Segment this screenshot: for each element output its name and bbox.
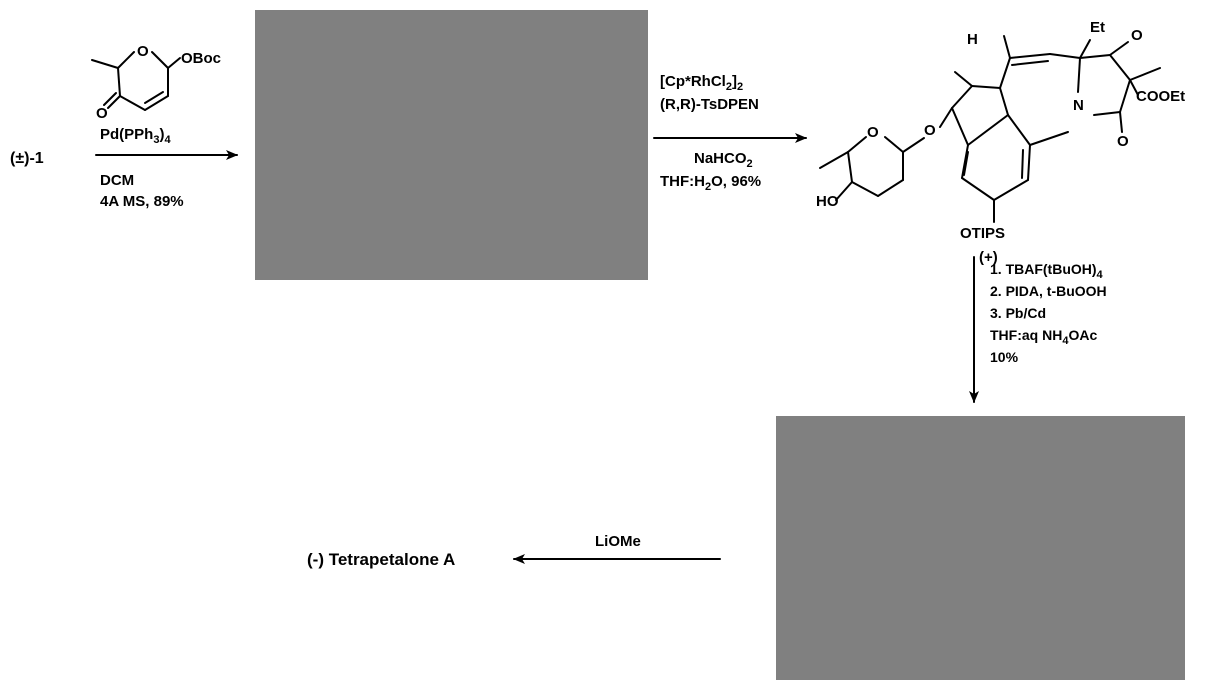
silyl-ether-label: OTIPS [960, 225, 1005, 242]
step2-solvent-yield: THF:H2O, 96% [660, 173, 761, 193]
leaving-group-label: OBoc [181, 50, 221, 67]
step2-ligand: (R,R)-TsDPEN [660, 96, 759, 113]
sugar-ring-oxygen: O [867, 124, 879, 141]
final-product-label: (-) Tetrapetalone A [307, 550, 455, 569]
hydroxyl-label: HO [816, 193, 839, 210]
step3-line4: THF:aq NH4OAc [990, 327, 1097, 347]
ketone-oxygen-bottom: O [1117, 133, 1129, 150]
step1-conditions: 4A MS, 89% [100, 193, 184, 210]
redacted-intermediate-1 [255, 10, 648, 280]
step3-line1: 1. TBAF(tBuOH)4 [990, 261, 1104, 281]
nitrogen-atom: N [1073, 97, 1084, 114]
redacted-intermediate-3 [776, 416, 1185, 680]
step3-line5: 10% [990, 349, 1019, 365]
ring-oxygen-atom: O [137, 43, 149, 60]
tetracyclic-product-structure [819, 35, 1161, 223]
step4-reagent: LiOMe [595, 533, 641, 550]
ketone-oxygen-top: O [1131, 27, 1143, 44]
start-compound-label: (±)-1 [10, 150, 44, 167]
optical-rotation-label: (+) [979, 249, 998, 266]
angular-hydrogen-label: H [967, 31, 978, 48]
glycosidic-oxygen: O [924, 122, 936, 139]
step3-line2: 2. PIDA, t-BuOOH [990, 283, 1107, 299]
step2-reductant: NaHCO2 [694, 150, 753, 170]
ester-group-label: COOEt [1136, 88, 1185, 105]
step3-line3: 3. Pb/Cd [990, 305, 1046, 321]
step1-catalyst: Pd(PPh3)4 [100, 126, 171, 146]
step1-solvent: DCM [100, 172, 134, 189]
boc-pyranone-structure [91, 51, 181, 111]
step2-catalyst: [Cp*RhCl2]2 [660, 73, 743, 93]
carbonyl-oxygen-atom: O [96, 105, 108, 122]
ethyl-group-label: Et [1090, 19, 1105, 36]
